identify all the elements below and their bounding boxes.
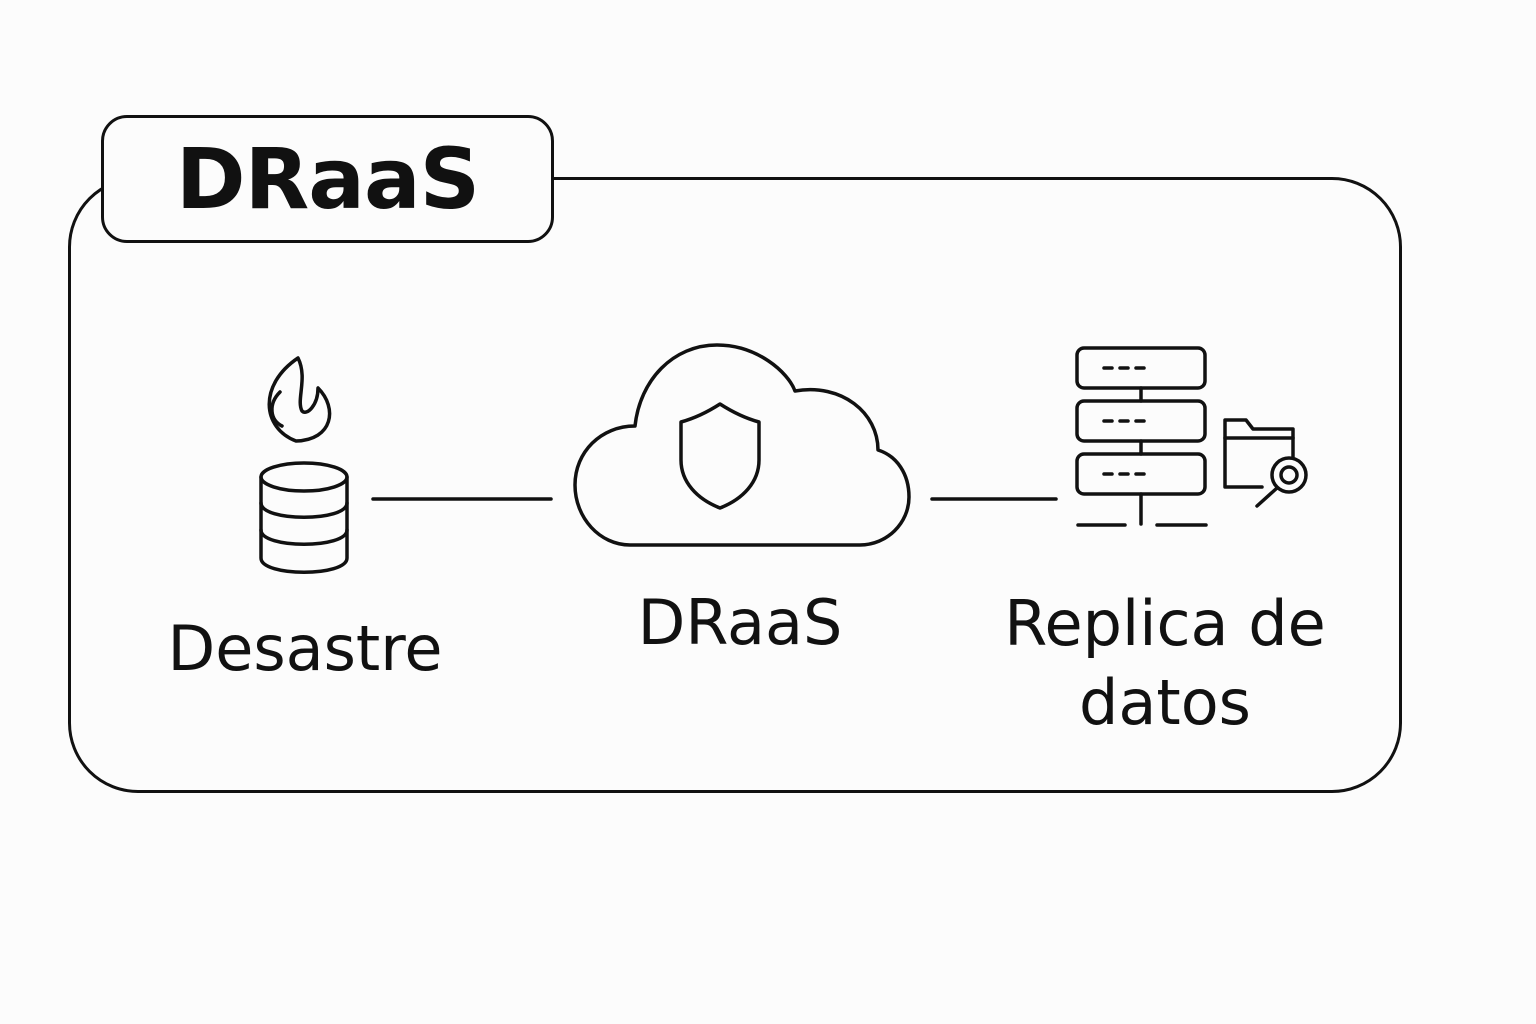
server-rack-icon xyxy=(1075,346,1208,527)
cloud-icon xyxy=(573,343,911,547)
node-label-replica: Replica de datos xyxy=(1004,587,1326,740)
title-tab: DRaaS xyxy=(101,115,554,243)
diagram-title: DRaaS xyxy=(175,130,480,228)
database-icon xyxy=(259,461,349,574)
shield-icon xyxy=(679,402,761,510)
diagram-frame xyxy=(68,177,1402,793)
flame-icon xyxy=(267,356,332,443)
node-label-desastre: Desastre xyxy=(167,612,443,685)
node-label-draas: DRaaS xyxy=(637,586,843,659)
folder-search-icon xyxy=(1223,418,1308,508)
